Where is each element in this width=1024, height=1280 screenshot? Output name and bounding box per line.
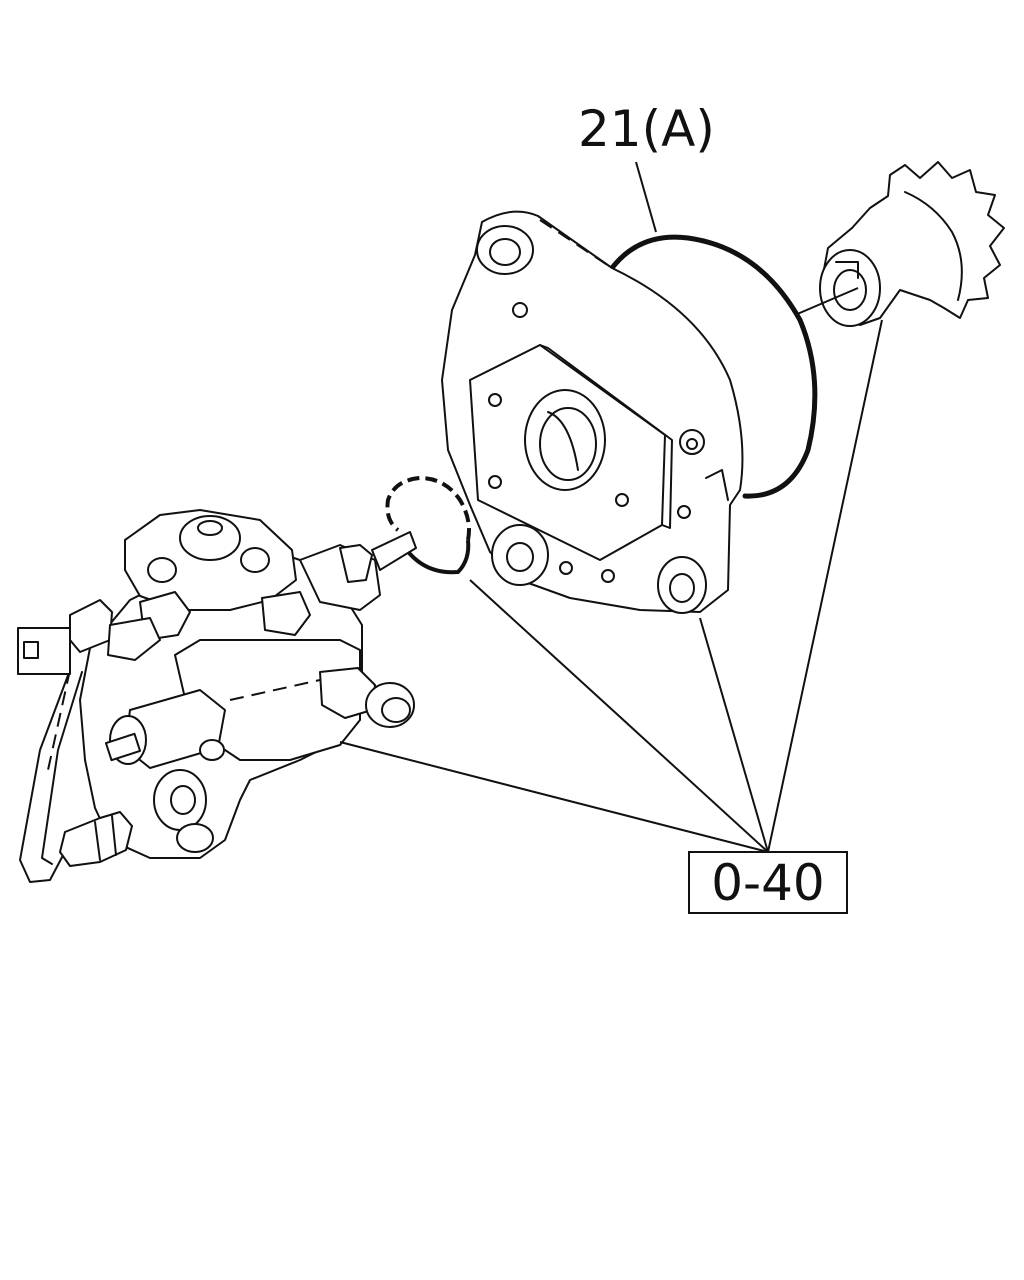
pump-flange-housing: [441, 210, 744, 614]
group-ref-box: 0-40: [688, 851, 848, 914]
leader-lines: [339, 161, 883, 853]
injection-pump-body: [17, 509, 417, 883]
part-ref-label: 21(A): [578, 100, 715, 158]
drive-gear: [794, 161, 1005, 327]
o-ring-small: [385, 475, 471, 575]
group-ref-label: 0-40: [711, 854, 824, 912]
o-ring-large: [609, 234, 818, 499]
